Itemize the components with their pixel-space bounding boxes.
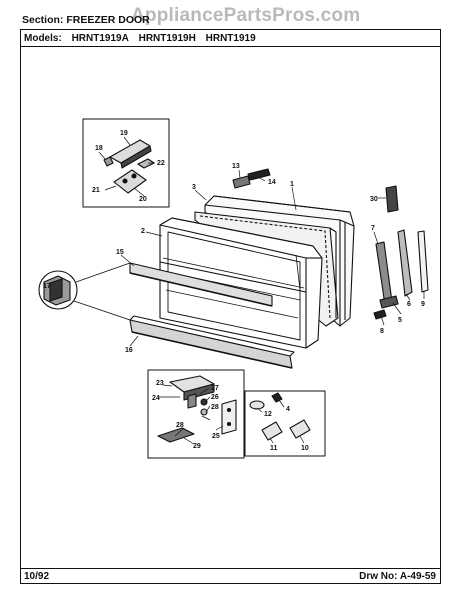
part-label-26: 26 bbox=[211, 394, 219, 401]
part-label-7: 7 bbox=[371, 225, 375, 232]
part-label-12: 12 bbox=[264, 411, 272, 418]
model-1: HRNT1919A bbox=[71, 33, 129, 44]
part-label-17: 17 bbox=[43, 283, 51, 290]
part-label-29: 29 bbox=[193, 443, 201, 450]
revision-date: 10/92 bbox=[24, 571, 50, 582]
part-label-3: 3 bbox=[192, 184, 196, 191]
part-label-28: 28 bbox=[176, 422, 184, 429]
section-label: Section: bbox=[22, 14, 64, 26]
part-label-10: 10 bbox=[301, 445, 309, 452]
part-label-9: 9 bbox=[421, 301, 425, 308]
part-label-30: 30 bbox=[370, 196, 378, 203]
part-label-24: 24 bbox=[152, 395, 160, 402]
footer-divider bbox=[20, 568, 441, 569]
clip-inset-box bbox=[82, 118, 170, 208]
door-closer-part-right bbox=[289, 419, 311, 439]
part-label-11: 11 bbox=[270, 445, 278, 452]
handle-strip bbox=[417, 230, 429, 293]
drawing-number: Drw No: A-49-59 bbox=[359, 571, 436, 582]
part-label-23: 23 bbox=[156, 380, 164, 387]
part-label-1: 1 bbox=[290, 181, 294, 188]
section-heading: Section: FREEZER DOOR bbox=[22, 14, 150, 26]
part-label-4: 4 bbox=[286, 406, 290, 413]
model-2: HRNT1919H bbox=[138, 33, 196, 44]
part-label-5: 5 bbox=[398, 317, 402, 324]
handle-bracket bbox=[375, 241, 393, 306]
handle-trim bbox=[397, 229, 413, 297]
part-label-2: 2 bbox=[141, 228, 145, 235]
models-heading: Models: HRNT1919A HRNT1919H HRNT1919 bbox=[24, 33, 263, 44]
part-label-25: 25 bbox=[212, 433, 220, 440]
part-label-28-upper: 28 bbox=[211, 404, 219, 411]
model-3: HRNT1919 bbox=[205, 33, 256, 44]
trim-piece bbox=[232, 175, 251, 189]
cam-inset-box bbox=[244, 390, 326, 457]
watermark: AppliancePartsPros.com bbox=[131, 5, 361, 26]
part-label-19: 19 bbox=[120, 130, 128, 137]
part-label-21: 21 bbox=[92, 187, 100, 194]
cam-part bbox=[249, 400, 265, 410]
hinge-inset-box bbox=[147, 369, 245, 459]
door-closer-part bbox=[261, 421, 283, 441]
part-label-18: 18 bbox=[95, 145, 103, 152]
detail-leader-lower bbox=[73, 300, 131, 321]
models-label: Models: bbox=[24, 33, 62, 44]
drawing-frame bbox=[20, 29, 441, 584]
part-label-14: 14 bbox=[268, 179, 276, 186]
handle-end-cap bbox=[385, 185, 399, 213]
trim-cap bbox=[247, 168, 271, 181]
part-label-20: 20 bbox=[139, 196, 147, 203]
hinge-plate-part bbox=[221, 399, 237, 435]
part-label-6: 6 bbox=[407, 301, 411, 308]
part-label-22: 22 bbox=[157, 160, 165, 167]
part-label-15: 15 bbox=[116, 249, 124, 256]
header-divider bbox=[20, 46, 441, 47]
hinge-plate bbox=[379, 295, 399, 309]
part-label-8: 8 bbox=[380, 328, 384, 335]
section-value: FREEZER DOOR bbox=[66, 14, 150, 26]
part-label-13: 13 bbox=[232, 163, 240, 170]
part-label-27: 27 bbox=[211, 385, 219, 392]
part-label-16: 16 bbox=[125, 347, 133, 354]
clip-plate-part bbox=[113, 169, 147, 194]
screw-part bbox=[103, 156, 114, 167]
detail-leader-upper bbox=[75, 262, 131, 283]
